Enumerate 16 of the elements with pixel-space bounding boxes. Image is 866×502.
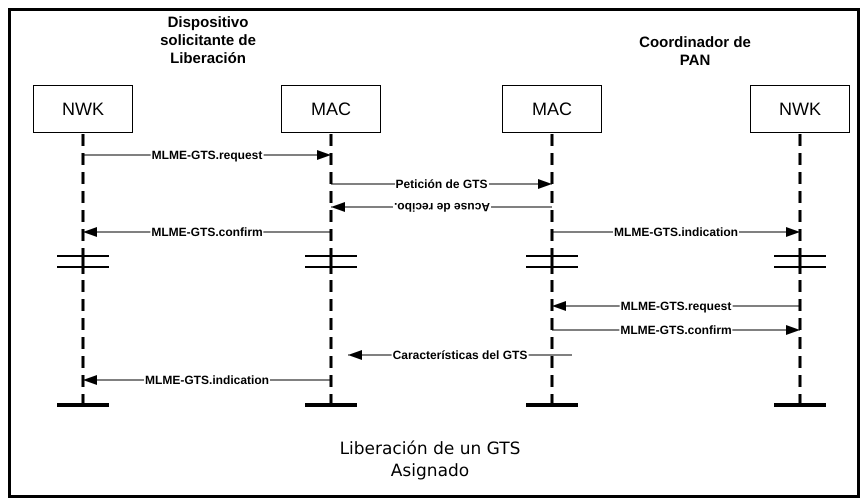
message-label: Acuse de recibo. (392, 200, 491, 214)
message-label: MLME-GTS.request (620, 299, 732, 313)
message-label: Características del GTS (392, 348, 528, 362)
entity-name: MAC (311, 98, 351, 120)
entity-name: MAC (532, 98, 572, 120)
message-label: Petición de GTS (394, 177, 488, 191)
diagram-caption: Liberación de un GTS Asignado (338, 438, 522, 482)
message-label: MLME-GTS.confirm (150, 225, 264, 239)
entity-name: NWK (62, 98, 104, 120)
participant-heading: Dispositivo solicitante de Liberación (159, 14, 257, 68)
message-label: MLME-GTS.indication (144, 373, 270, 387)
message-label: MLME-GTS.indication (613, 225, 739, 239)
participant-heading: Coordinador de PAN (638, 34, 752, 70)
message-label: MLME-GTS.request (150, 148, 264, 162)
message-label: MLME-GTS.confirm (619, 323, 733, 337)
entity-name: NWK (779, 98, 821, 120)
